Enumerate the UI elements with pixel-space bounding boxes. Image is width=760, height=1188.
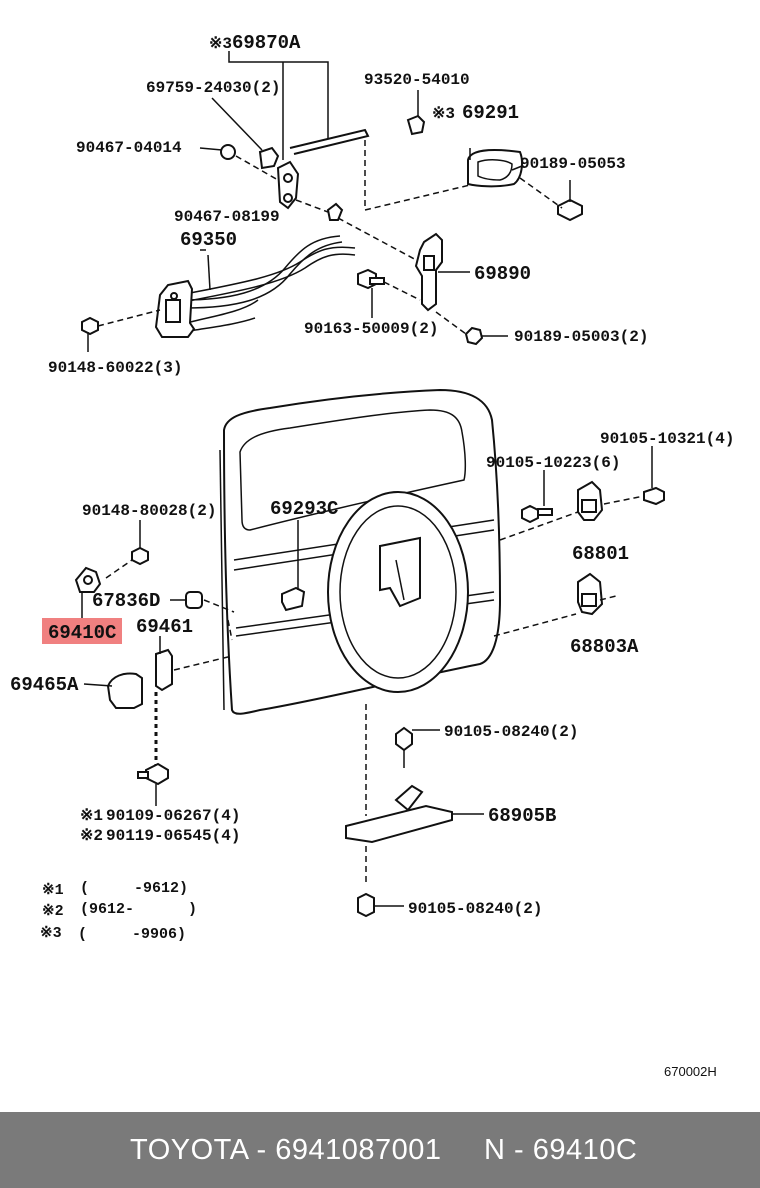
label-69293C: 69293C xyxy=(270,498,338,520)
label-90105-10223: 90105-10223(6) xyxy=(486,454,620,472)
label-90467-04014: 90467-04014 xyxy=(76,139,182,157)
diagram-code: 670002H xyxy=(664,1064,717,1079)
note-mark-1: ※1 xyxy=(42,882,64,899)
note-range-3: ( -9906) xyxy=(78,926,186,943)
mark-2: ※2 xyxy=(80,827,103,845)
label-69759-24030: 69759-24030(2) xyxy=(146,79,280,97)
mark-1: ※1 xyxy=(80,807,103,825)
label-68803A: 68803A xyxy=(570,636,639,658)
lower-bracket xyxy=(345,704,484,918)
note-mark-3: ※3 xyxy=(40,925,62,942)
label-69291: 69291 xyxy=(462,102,519,124)
handle-and-bracket xyxy=(357,90,583,346)
label-90105-08240-upper: 90105-08240(2) xyxy=(444,723,578,741)
back-door-panel xyxy=(170,388,502,715)
hinges xyxy=(493,446,665,637)
footer-part-number: TOYOTA - 6941087001 xyxy=(130,1133,442,1166)
label-69890: 69890 xyxy=(474,263,531,285)
parts-diagram: ※3 69870A 69759-24030(2) 93520-54010 ※3 … xyxy=(10,32,734,1079)
label-69410C: 69410C xyxy=(48,622,116,644)
label-90467-08199: 90467-08199 xyxy=(174,208,280,226)
label-69465A: 69465A xyxy=(10,674,79,696)
highlight-box xyxy=(42,618,122,644)
label-69350: 69350 xyxy=(180,229,237,251)
label-69461: 69461 xyxy=(136,616,193,638)
label-68905B: 68905B xyxy=(488,805,556,827)
link-rod-assembly xyxy=(81,51,471,352)
label-90119-06545: 90119-06545(4) xyxy=(106,827,240,845)
note-range-1: ( -9612) xyxy=(80,880,188,897)
label-68801: 68801 xyxy=(572,543,629,565)
label-90109-06267: 90109-06267(4) xyxy=(106,807,240,825)
note-mark-2: ※2 xyxy=(42,903,64,920)
footer-ref-number: N - 69410C xyxy=(484,1133,638,1166)
lock-side-parts xyxy=(74,520,233,806)
label-93520-54010: 93520-54010 xyxy=(364,71,470,89)
label-90189-05053: 90189-05053 xyxy=(520,155,626,173)
label-90189-05003: 90189-05003(2) xyxy=(514,328,648,346)
mark-3b: ※3 xyxy=(432,105,455,123)
footer-bar: TOYOTA - 6941087001 N - 69410C xyxy=(0,1112,760,1188)
label-90105-08240-lower: 90105-08240(2) xyxy=(408,900,542,918)
label-90148-80028: 90148-80028(2) xyxy=(82,502,216,520)
label-67836D: 67836D xyxy=(92,590,160,612)
note-range-2: (9612- ) xyxy=(80,901,197,918)
mark-3a: ※3 xyxy=(209,35,232,53)
label-90163-50009: 90163-50009(2) xyxy=(304,320,438,338)
label-90148-60022: 90148-60022(3) xyxy=(48,359,182,377)
label-69870A: 69870A xyxy=(232,32,301,54)
label-90105-10321: 90105-10321(4) xyxy=(600,430,734,448)
